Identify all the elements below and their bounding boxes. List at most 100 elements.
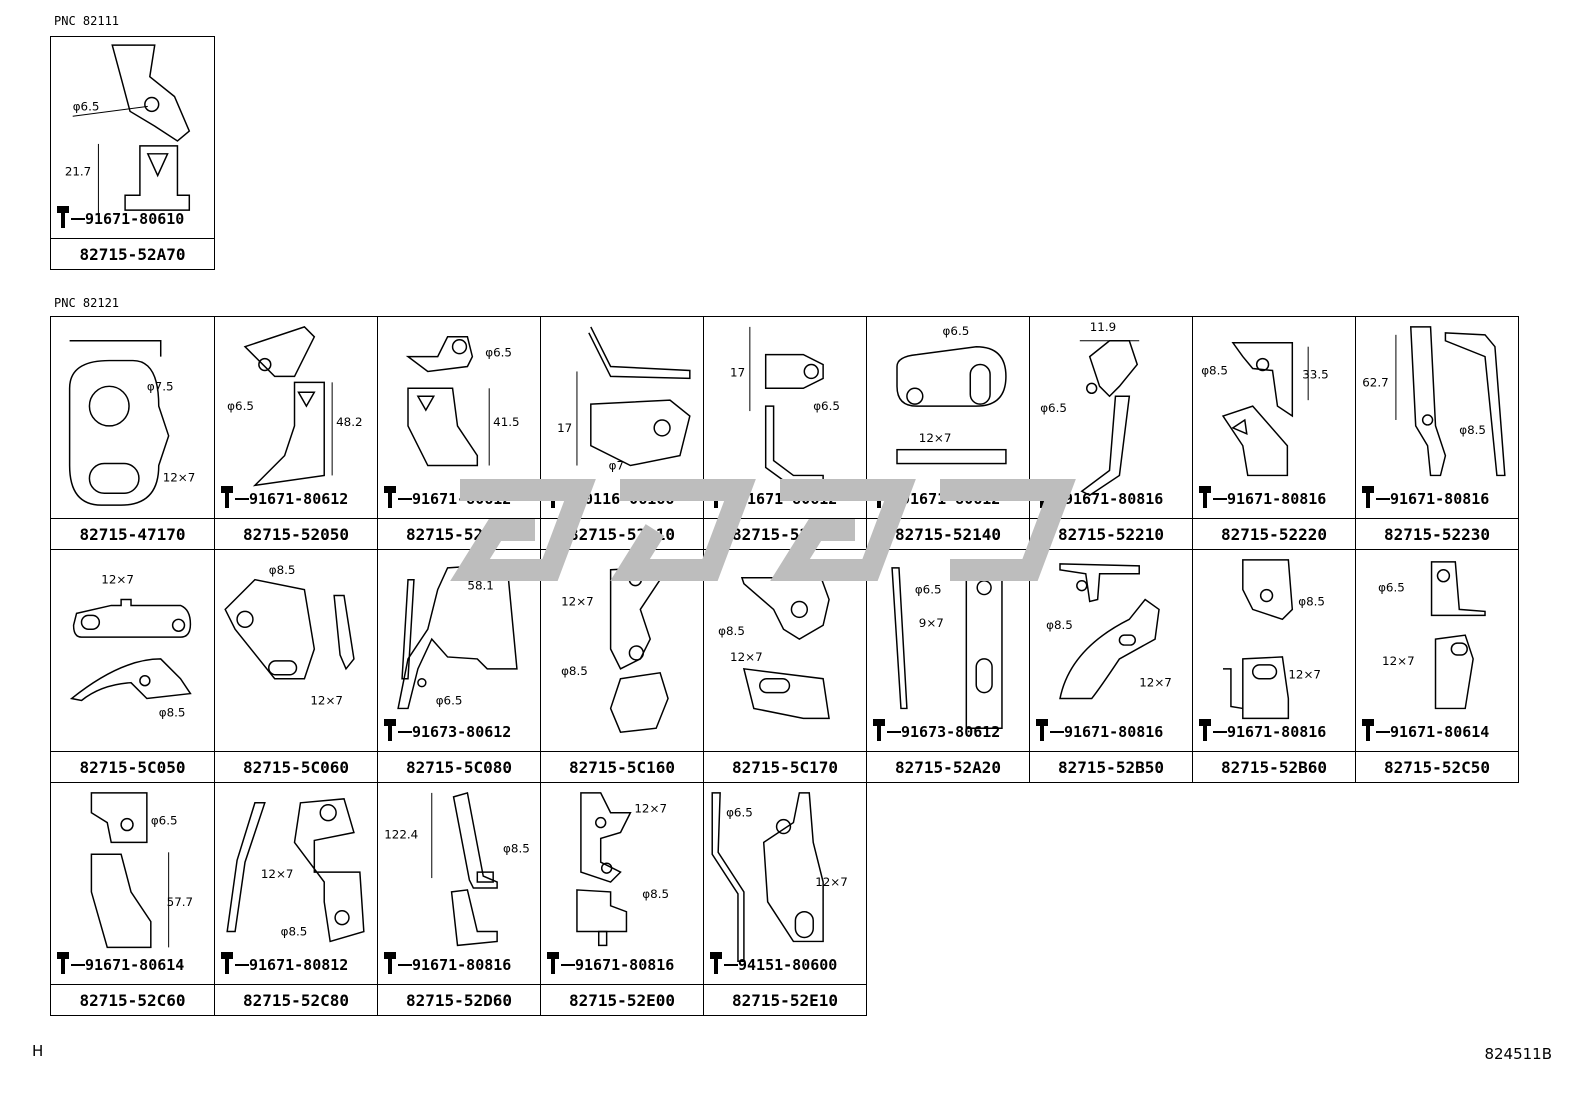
bolt-icon: [55, 951, 71, 979]
dim-text: 12×7: [815, 875, 848, 889]
part-number: 82715-52C50: [1356, 751, 1518, 782]
part-number: 82715-5C080: [378, 751, 540, 782]
dim-text: 9×7: [919, 616, 944, 630]
dim-text: φ8.5: [281, 924, 308, 938]
bolt-number: 91671-80612: [249, 490, 349, 508]
bolt-callout: 91671-80612: [219, 485, 348, 513]
part-number: 82715-52B60: [1193, 751, 1355, 782]
bracket-drawing: φ6.512×7: [1378, 561, 1486, 710]
bolt-number: 91671-80816: [1064, 490, 1164, 508]
part-cell[interactable]: φ8.5 12×7 91671-80816 82715-52B60: [1192, 549, 1356, 783]
dim-text: 41.5: [493, 415, 519, 429]
part-cell[interactable]: φ6.5 48.2 91671-80612 82715-52050: [214, 316, 378, 550]
bolt-icon: [55, 205, 71, 233]
part-number: 82715-52140: [867, 518, 1029, 549]
part-number: 82715-52A70: [51, 238, 214, 269]
bolt-icon: [708, 485, 724, 513]
bolt-number: 91671-80812: [249, 956, 349, 974]
dim-text: φ6.5: [227, 399, 254, 413]
bolt-callout: 91671-80612: [708, 485, 837, 513]
dim-text: φ6.5: [151, 814, 178, 828]
dim-text: 12×7: [1288, 668, 1321, 682]
dim-text: 48.2: [336, 415, 362, 429]
bracket-drawing: φ8.512×7: [224, 563, 355, 707]
bolt-callout: 94151-80600: [708, 951, 837, 979]
part-cell-top[interactable]: φ6.5 21.7 91671-80610 82715-52A70: [50, 36, 215, 270]
part-number: 82715-52220: [1193, 518, 1355, 549]
part-number: 82715-52050: [215, 518, 377, 549]
dim-text: 12×7: [1139, 676, 1172, 690]
dim-text: 62.7: [1362, 375, 1388, 389]
dim-text: 17: [730, 365, 745, 379]
bolt-number: 90116-06166: [575, 490, 675, 508]
bracket-drawing: φ6.557.7: [90, 792, 193, 949]
part-number: 82715-52110: [541, 518, 703, 549]
dim-text: φ8.5: [1298, 594, 1325, 608]
part-cell[interactable]: 17 φ6.5 91671-80612 82715-52130: [703, 316, 867, 550]
bolt-icon: [219, 951, 235, 979]
part-number: 82715-5C050: [51, 751, 214, 782]
bracket-drawing: 122.4φ8.5: [384, 791, 530, 947]
dim-text: φ8.5: [1201, 363, 1228, 377]
dim-text: 33.5: [1302, 367, 1328, 381]
bolt-callout: 91673-80612: [871, 718, 1000, 746]
bolt-number: 91671-80816: [1227, 490, 1327, 508]
dim-text: φ6.5: [436, 693, 463, 707]
dim-text: 21.7: [65, 165, 91, 179]
bolt-icon: [545, 485, 561, 513]
bracket-drawing: φ6.541.5: [405, 336, 520, 467]
bolt-callout: 91671-80816: [1197, 718, 1326, 746]
dim-text: 12×7: [310, 693, 343, 707]
bracket-drawing: φ8.512×7: [718, 576, 830, 720]
dim-text: φ6.5: [813, 399, 840, 413]
part-number: 82715-52C80: [215, 984, 377, 1015]
part-number: 82715-47170: [51, 518, 214, 549]
bolt-callout: 91671-80816: [545, 951, 674, 979]
bolt-icon: [871, 718, 887, 746]
bolt-callout: 91671-80816: [382, 951, 511, 979]
bolt-callout: 91671-80614: [1360, 718, 1489, 746]
bracket-drawing: 12×7φ8.5: [576, 792, 669, 947]
part-cell[interactable]: φ8.5 33.5 91671-80816 82715-52220: [1192, 316, 1356, 550]
part-number: 82715-5C170: [704, 751, 866, 782]
bolt-number: 91671-80816: [412, 956, 512, 974]
part-number: 82715-52A20: [867, 751, 1029, 782]
bolt-callout: 91671-80816: [1034, 485, 1163, 513]
bolt-callout: 91671-80614: [55, 951, 184, 979]
dim-text: 12×7: [634, 802, 667, 816]
bracket-drawing: 12×7φ8.5: [226, 798, 365, 943]
part-number: 82715-52130: [704, 518, 866, 549]
bracket-drawing: 62.7φ8.5: [1362, 326, 1506, 477]
bolt-icon: [871, 485, 887, 513]
bracket-drawing: 17 φ6.5: [730, 326, 840, 485]
bolt-callout: 91671-80816: [1197, 485, 1326, 513]
bolt-number: 91671-80610: [85, 210, 185, 228]
bracket-drawing: φ8.512×7: [1046, 563, 1172, 700]
dim-text: φ8.5: [561, 664, 588, 678]
bolt-number: 91671-80612: [412, 490, 512, 508]
dim-text: φ6.5: [1040, 401, 1067, 415]
dim-text: 12×7: [919, 431, 952, 445]
dim-text: 58.1: [467, 579, 493, 593]
bolt-callout: 90116-06166: [545, 485, 674, 513]
